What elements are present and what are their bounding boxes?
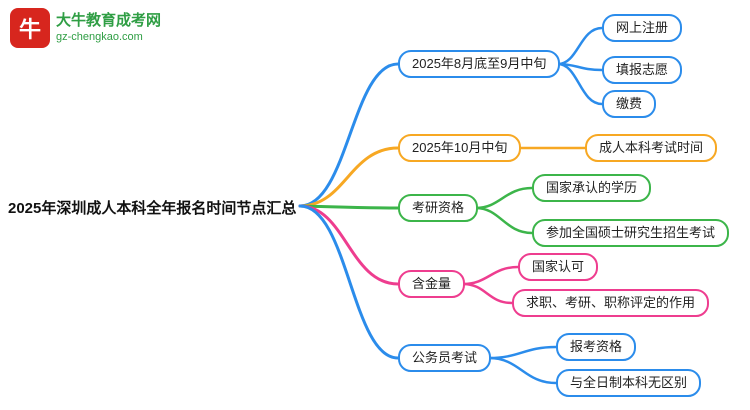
connector-branch4-child-1	[487, 356, 558, 385]
connector-branch4-child-0	[487, 345, 558, 360]
connector-root-branch-0	[298, 62, 400, 208]
connector-root-branch-3	[298, 204, 400, 286]
connector-root-branch-4	[298, 204, 400, 360]
brand-domain: gz-chengkao.com	[56, 30, 143, 43]
child-node-application-eligibility: 报考资格	[556, 333, 637, 361]
child-node-exam-time: 成人本科考试时间	[585, 134, 718, 162]
connector-root-branch-1	[298, 146, 400, 208]
child-node-same-as-fulltime: 与全日制本科无区别	[556, 369, 702, 397]
child-node-postgrad-exam-entry: 参加全国硕士研究生招生考试	[532, 219, 730, 247]
child-node-online-registration: 网上注册	[602, 14, 683, 42]
connector-branch3-child-1	[461, 282, 514, 305]
bull-logo-glyph: 牛	[18, 17, 41, 42]
brand-text-block: 大牛教育成考网 gz-chengkao.com	[56, 12, 161, 45]
child-node-fill-preferences: 填报志愿	[602, 56, 683, 84]
brand-logo: 牛 大牛教育成考网 gz-chengkao.com	[10, 8, 161, 48]
child-node-state-approved: 国家认可	[518, 253, 599, 281]
branch-node-postgrad-eligibility: 考研资格	[398, 194, 479, 222]
connector-branch2-child-0	[474, 186, 534, 210]
branch-node-value: 含金量	[398, 270, 466, 298]
connector-branch3-child-0	[461, 265, 520, 286]
child-node-career-uses: 求职、考研、职称评定的作用	[512, 289, 710, 317]
child-node-payment: 缴费	[602, 90, 657, 118]
connector-root-branch-2	[298, 204, 400, 210]
branch-node-registration-period: 2025年8月底至9月中旬	[398, 50, 561, 78]
branch-node-exam-date: 2025年10月中旬	[398, 134, 522, 162]
connector-branch0-child-0	[556, 26, 604, 66]
connector-branch0-child-2	[556, 62, 604, 106]
brand-name: 大牛教育成考网	[56, 11, 162, 29]
root-topic: 2025年深圳成人本科全年报名时间节点汇总	[8, 200, 297, 217]
branch-node-civil-service: 公务员考试	[398, 344, 492, 372]
connector-branch2-child-1	[474, 206, 534, 235]
bull-logo-icon: 牛	[10, 8, 50, 48]
child-node-state-recognized-degree: 国家承认的学历	[532, 174, 652, 202]
